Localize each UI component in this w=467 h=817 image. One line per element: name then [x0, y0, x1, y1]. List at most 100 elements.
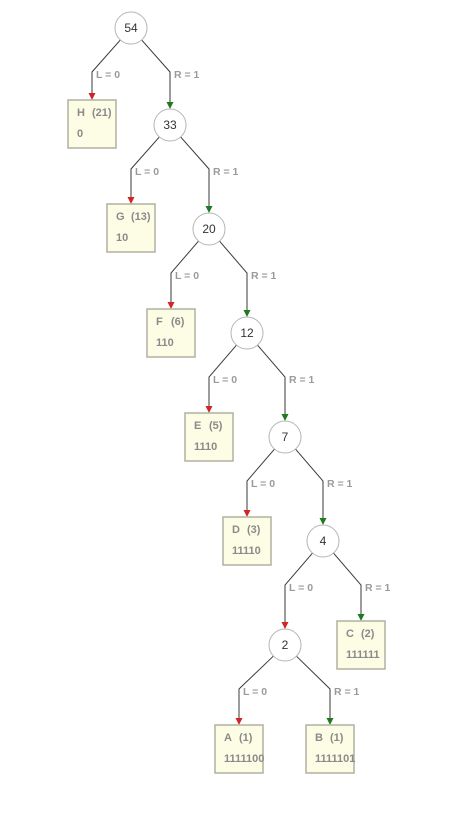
node-circle	[153, 108, 187, 142]
leaf-symbol: B	[315, 732, 323, 744]
node-circle	[192, 212, 226, 246]
arrow-head-left-icon	[281, 622, 289, 629]
leaf-node-G: G (13)10	[106, 203, 156, 253]
node-circle	[114, 11, 148, 45]
leaf-frequency: (2)	[361, 628, 375, 640]
leaf-box	[222, 516, 272, 566]
edge-line	[238, 655, 274, 719]
leaf-box	[336, 620, 386, 670]
edge-n12-n7: R = 1	[257, 344, 315, 421]
leaf-symbol: D	[232, 524, 240, 536]
edge-n33-G: L = 0	[127, 136, 160, 204]
edge-line	[296, 655, 331, 719]
leaf-frequency: (21)	[92, 107, 112, 119]
leaf-frequency: (6)	[171, 316, 185, 328]
leaf-node-A: A(1)1111100	[214, 724, 264, 774]
leaf-node-H: H (21) 0	[67, 99, 117, 149]
arrow-head-right-icon	[319, 518, 327, 525]
leaf-symbol: E	[194, 420, 201, 432]
edge-label-left: L = 0	[243, 686, 267, 698]
leaf-box	[305, 724, 355, 774]
edge-label-left: L = 0	[289, 582, 313, 594]
leaf-symbol: H	[77, 107, 85, 119]
leaf-box	[214, 724, 264, 774]
edge-n2-A: L = 0	[235, 655, 274, 725]
leaf-code: 110	[156, 337, 174, 349]
edge-line	[219, 240, 248, 311]
edge-n12-E: L = 0	[205, 344, 237, 413]
leaf-frequency: (13)	[131, 211, 151, 223]
edge-line	[130, 136, 160, 198]
leaf-symbol: C	[346, 628, 354, 640]
nodes-layer: 54 33 20 12 7 4 2 H (21) 0G (13)10F (6) 110E(5)1110D…	[67, 11, 386, 774]
leaf-box	[67, 99, 117, 149]
node-value: 54	[124, 21, 138, 35]
leaf-box	[146, 308, 196, 358]
node-value: 4	[320, 534, 327, 548]
tree-node-4: 4	[306, 524, 340, 558]
edge-label-right: R = 1	[213, 166, 239, 178]
edge-n4-n2: L = 0	[281, 552, 313, 629]
node-circle	[268, 628, 302, 662]
leaf-node-E: E(5)1110	[184, 412, 234, 462]
tree-node-12: 12	[230, 316, 264, 350]
arrow-head-right-icon	[205, 206, 213, 213]
leaf-symbol: A	[224, 732, 232, 744]
edge-label-right: R = 1	[251, 270, 277, 282]
arrow-head-right-icon	[326, 718, 334, 725]
leaf-box	[184, 412, 234, 462]
leaf-node-B: B (1) 1111101	[305, 724, 355, 774]
node-value: 7	[282, 430, 289, 444]
tree-node-33: 33	[153, 108, 187, 142]
edge-n54-n33: R = 1	[141, 39, 200, 109]
node-value: 2	[282, 638, 289, 652]
edge-label-right: R = 1	[289, 374, 315, 386]
edge-label-left: L = 0	[213, 374, 237, 386]
tree-node-2: 2	[268, 628, 302, 662]
arrow-head-left-icon	[88, 93, 96, 100]
edges-layer: L = 0 R = 1 L = 0 R = 1 L = 0 R = 1 L = 0 R = 1…	[88, 39, 391, 725]
node-circle	[306, 524, 340, 558]
leaf-code: 0	[77, 128, 83, 140]
node-value: 12	[240, 326, 254, 340]
tree-node-7: 7	[268, 420, 302, 454]
arrow-head-right-icon	[166, 102, 174, 109]
edge-n2-B: R = 1	[296, 655, 360, 725]
edge-label-left: L = 0	[135, 166, 159, 178]
leaf-box	[106, 203, 156, 253]
leaf-node-D: D(3)11110	[222, 516, 272, 566]
edge-line	[208, 344, 237, 407]
node-circle	[230, 316, 264, 350]
edge-line	[284, 552, 313, 623]
leaf-code: 1111101	[315, 753, 355, 765]
arrow-head-left-icon	[235, 718, 243, 725]
leaf-code: 1110	[194, 441, 217, 453]
node-circle	[268, 420, 302, 454]
edge-line	[170, 240, 199, 303]
edge-label-left: L = 0	[96, 69, 120, 81]
leaf-symbol: F	[156, 316, 163, 328]
leaf-code: 111111	[346, 649, 380, 661]
edge-n20-n12: R = 1	[219, 240, 277, 317]
edge-n20-F: L = 0	[167, 240, 199, 309]
edge-line	[91, 39, 121, 94]
arrow-head-left-icon	[243, 510, 251, 517]
edge-n7-D: L = 0	[243, 448, 275, 517]
edge-line	[141, 39, 171, 103]
arrow-head-right-icon	[243, 310, 251, 317]
arrow-head-left-icon	[205, 406, 213, 413]
arrow-head-right-icon	[281, 414, 289, 421]
edge-label-left: L = 0	[175, 270, 199, 282]
leaf-symbol: G	[116, 211, 125, 223]
leaf-frequency: (1)	[330, 732, 344, 744]
leaf-frequency: (1)	[239, 732, 253, 744]
edge-label-right: R = 1	[174, 69, 200, 81]
edge-line	[333, 552, 362, 615]
edge-line	[257, 344, 286, 415]
edge-n54-H: L = 0	[88, 39, 121, 100]
leaf-code: 10	[116, 232, 128, 244]
tree-node-20: 20	[192, 212, 226, 246]
leaf-node-C: C (2) 111111	[336, 620, 386, 670]
arrow-head-left-icon	[127, 197, 135, 204]
